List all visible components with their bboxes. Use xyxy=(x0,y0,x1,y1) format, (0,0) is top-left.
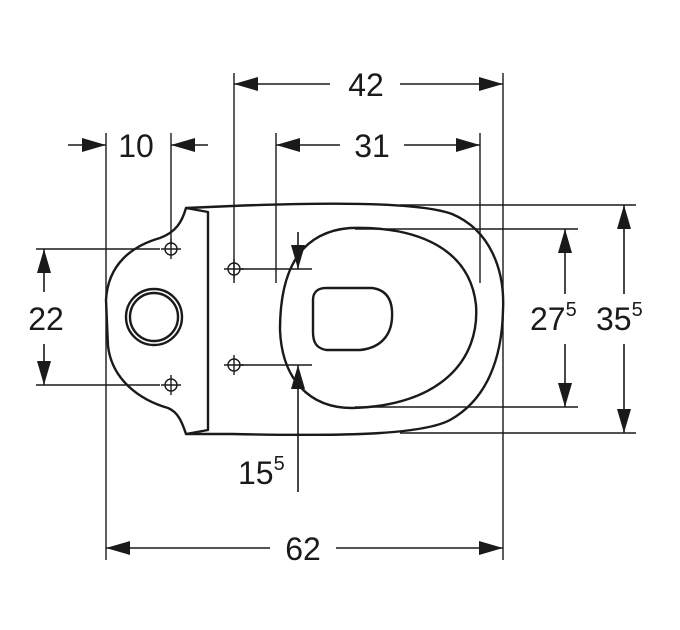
outer-contour xyxy=(104,202,505,437)
dimension-62: 62 xyxy=(106,531,503,567)
dimension-42-label: 42 xyxy=(348,67,384,103)
cistern-inner-edge xyxy=(185,206,210,436)
dimension-35-5-label: 355 xyxy=(596,299,643,337)
fixing-hole-bottom-right xyxy=(224,355,244,375)
dimension-62-label: 62 xyxy=(285,531,321,567)
dimension-10-label: 10 xyxy=(118,128,154,164)
dimension-35-5: 355 xyxy=(596,205,643,433)
outlet-circle-outer xyxy=(124,287,184,347)
fixing-hole-top-left xyxy=(161,239,181,259)
dimension-31-label: 31 xyxy=(354,128,390,164)
outlet-circle-inner xyxy=(128,291,180,343)
fixing-hole-top-right xyxy=(224,259,244,279)
dimension-27-5: 275 xyxy=(530,229,577,407)
fixing-holes xyxy=(161,239,244,395)
dimension-15-5: 155 xyxy=(238,232,305,492)
dimension-10: 10 xyxy=(68,128,208,164)
dimension-42: 42 xyxy=(234,67,503,103)
dimension-27-5-label: 275 xyxy=(530,299,577,337)
dimension-31: 31 xyxy=(276,128,480,164)
bowl-opening xyxy=(311,286,394,352)
seat-rim xyxy=(278,226,478,410)
dimension-22-label: 22 xyxy=(28,301,64,337)
toilet-outline xyxy=(104,202,505,437)
dimension-15-5-label: 155 xyxy=(238,453,285,491)
fixing-hole-bottom-left xyxy=(161,375,181,395)
dimension-22: 22 xyxy=(28,249,64,385)
